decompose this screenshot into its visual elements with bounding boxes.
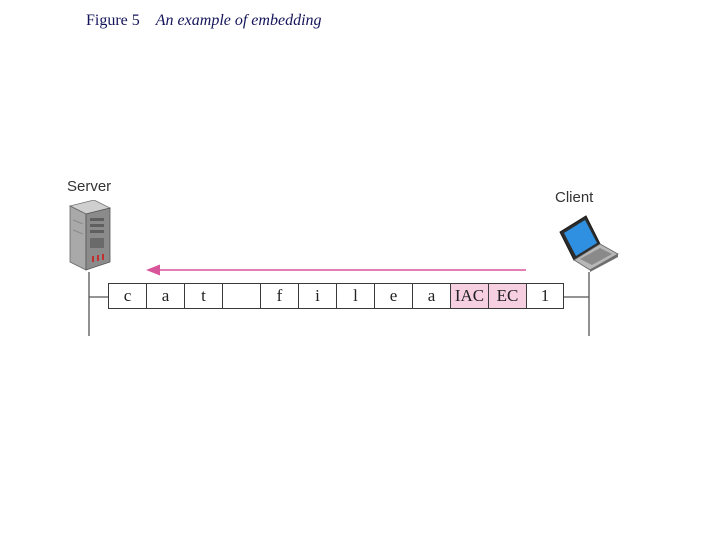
stream-cell: e [374,283,413,309]
stream-cell [222,283,261,309]
control-cell-iac: IAC [450,283,489,309]
control-cell-ec: EC [488,283,527,309]
stream-cell: i [298,283,337,309]
stream-cell: f [260,283,299,309]
stream-cell: a [412,283,451,309]
stream-cell: a [146,283,185,309]
stream-cell: c [108,283,147,309]
direction-arrow [146,265,526,276]
stream-cell: l [336,283,375,309]
stream-cell: t [184,283,223,309]
stream-cell: 1 [526,283,564,309]
